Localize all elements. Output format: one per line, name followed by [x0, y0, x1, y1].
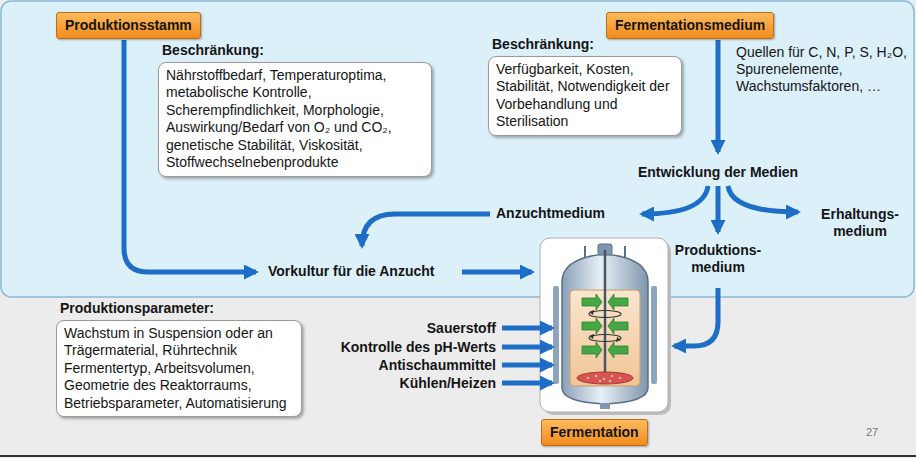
reactor-illustration [599, 380, 602, 383]
reactor-illustration [651, 286, 657, 384]
reactor-illustration [589, 335, 621, 342]
reactor-illustration [587, 375, 622, 383]
flow-label: Quellen für C, N, P, S, H₂O, Spureneleme… [736, 44, 910, 94]
reactor-illustration [540, 238, 671, 415]
reactor-illustration [608, 342, 628, 358]
slide-panel [0, 455, 916, 457]
flow-arrow [502, 381, 552, 386]
card-heading: Beschränkung: [158, 42, 432, 62]
card-heading: Produktionsparameter: [56, 300, 302, 320]
reactor-illustration [609, 380, 612, 383]
flow-label: Kühlen/Heizen [400, 375, 496, 392]
reactor-illustration [589, 334, 594, 339]
flow-arrow [502, 363, 552, 368]
flow-label: Antischaummittel [379, 357, 496, 374]
title-tag: Fermentationsmedium [606, 12, 774, 39]
flow-arrow [728, 186, 798, 212]
reactor-illustration [582, 318, 602, 334]
tag-text: Fermentation [550, 424, 639, 441]
reactor-illustration [540, 238, 668, 412]
page-number: 27 [866, 426, 878, 439]
reactor-illustration [553, 286, 559, 384]
flow-label: Kontrolle des pH-Werts [341, 339, 496, 356]
flow-arrow [502, 345, 552, 350]
flow-label: Entwicklung der Medien [638, 164, 798, 181]
slide-panel [1, 1, 914, 297]
card-body: Wachstum in Suspension oder an Trägermat… [64, 325, 294, 413]
reactor-illustration [595, 375, 598, 378]
reactor-illustration [589, 311, 621, 342]
flow-label: Produktions- medium [668, 242, 768, 276]
flow-arrow [674, 288, 718, 346]
reactor-illustration [589, 311, 621, 318]
reactor-illustration [608, 294, 628, 310]
title-tag: Produktionsstamm [56, 12, 201, 39]
flow-arrow [642, 186, 708, 214]
tag-text: Produktionsstamm [65, 17, 192, 34]
reactor-illustration [582, 294, 602, 310]
reactor-illustration [582, 294, 628, 358]
card-frame: Wachstum in Suspension oder an Trägermat… [56, 320, 302, 418]
flow-arrow [502, 326, 552, 331]
card-frame: Verfügbarkeit, Kosten, Stabilität, Notwe… [488, 56, 682, 136]
card-body: Verfügbarkeit, Kosten, Stabilität, Notwe… [496, 61, 674, 131]
reactor-illustration [611, 375, 614, 378]
card-body: Nährstoffbedarf, Temperaturoptima, metab… [166, 67, 424, 172]
reactor-illustration [619, 377, 622, 380]
flow-arrow [362, 214, 490, 246]
reactor-illustration [604, 250, 607, 378]
title-tag: Fermentation [541, 419, 648, 446]
flow-label: Sauerstoff [427, 320, 496, 337]
flow-arrow [716, 40, 721, 152]
card-heading: Beschränkung: [488, 36, 682, 56]
flow-label: Anzuchtmedium [496, 205, 605, 222]
tag-text: Fermentationsmedium [615, 17, 765, 34]
constraint-card: Produktionsparameter: Wachstum in Suspens… [56, 300, 302, 417]
constraint-card: Beschränkung: Nährstoffbedarf, Temperatur… [158, 42, 432, 177]
flow-label: Vorkultur für die Anzucht [268, 263, 434, 280]
reactor-illustration [603, 378, 606, 381]
flow-arrow [716, 186, 721, 232]
reactor-illustration [577, 372, 633, 384]
card-frame: Nährstoffbedarf, Temperaturoptima, metab… [158, 62, 432, 177]
reactor-illustration [587, 377, 590, 380]
reactor-illustration [600, 403, 610, 409]
reactor-illustration [616, 337, 621, 342]
constraint-card: Beschränkung: Verfügbarkeit, Kosten, Stab… [488, 36, 682, 136]
flow-label: Erhaltungs- medium [814, 206, 906, 240]
reactor-illustration [582, 342, 602, 358]
reactor-illustration [589, 310, 594, 315]
reactor-illustration [589, 310, 621, 342]
flow-arrow [462, 270, 532, 275]
reactor-illustration [608, 318, 628, 334]
